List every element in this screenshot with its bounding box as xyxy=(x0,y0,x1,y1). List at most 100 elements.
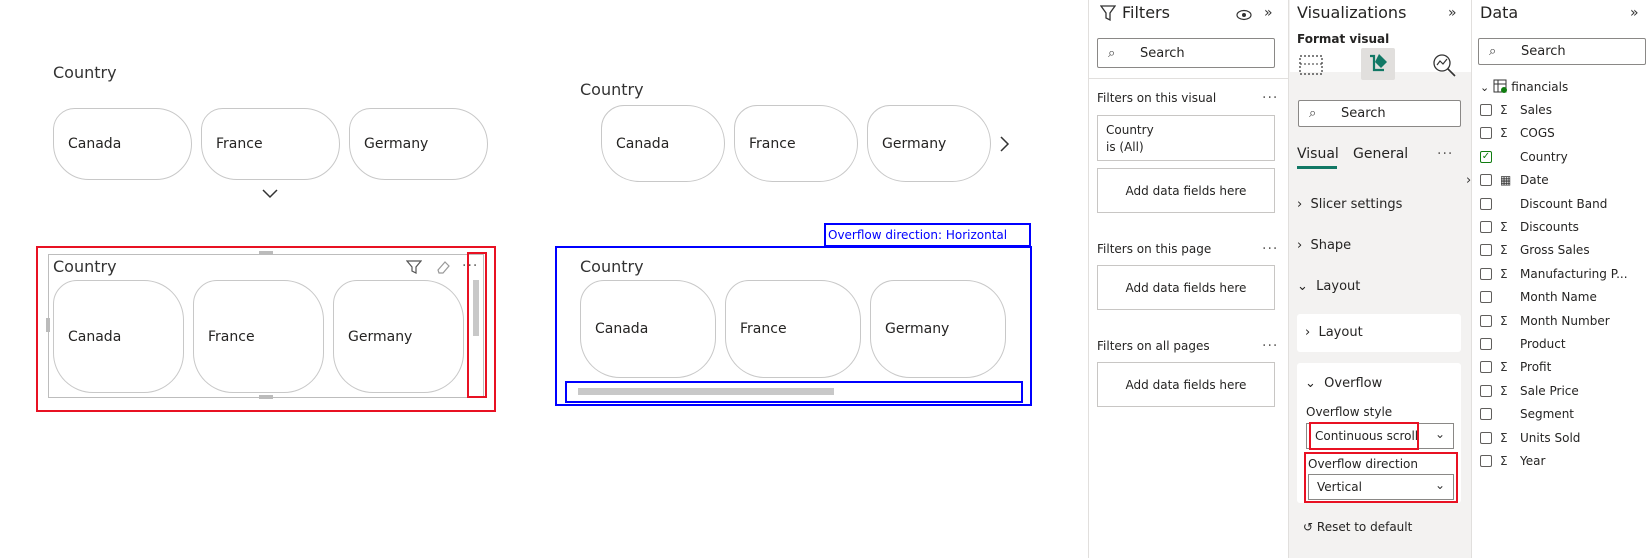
field-checkbox[interactable] xyxy=(1480,268,1492,280)
slicer4-tile-canada[interactable]: Canada xyxy=(580,280,716,378)
field-checkbox[interactable] xyxy=(1480,432,1492,444)
section-shape[interactable]: › Shape xyxy=(1297,238,1352,253)
field-checkbox[interactable] xyxy=(1480,338,1492,350)
vertical-scrollbar-thumb[interactable] xyxy=(473,280,479,336)
vertical-scrollbar-highlight xyxy=(467,252,487,398)
more-options-icon[interactable]: ··· xyxy=(1262,338,1279,354)
tab-general[interactable]: General xyxy=(1353,146,1409,162)
field-checkbox[interactable]: ✓ xyxy=(1480,151,1492,163)
tile-label: Germany xyxy=(885,321,950,337)
field-row[interactable]: ✓Country xyxy=(1480,146,1568,168)
filters-search-input[interactable]: ⌕ Search xyxy=(1097,38,1275,68)
field-name: Discount Band xyxy=(1520,197,1608,211)
chevron-down-icon[interactable] xyxy=(262,184,278,203)
field-checkbox[interactable] xyxy=(1480,315,1492,327)
more-options-icon[interactable]: ··· xyxy=(1262,241,1279,257)
eye-icon[interactable] xyxy=(1236,6,1252,25)
slicer2-tile-germany[interactable]: Germany xyxy=(867,105,991,182)
subsection-overflow[interactable]: ⌄ Overflow xyxy=(1305,376,1383,391)
analytics-icon[interactable] xyxy=(1431,52,1457,82)
slicer2-tile-canada[interactable]: Canada xyxy=(601,105,725,182)
slicer3-tile-canada[interactable]: Canada xyxy=(53,280,184,393)
more-options-icon[interactable]: ··· xyxy=(462,258,479,274)
field-checkbox[interactable] xyxy=(1480,244,1492,256)
tile-label: France xyxy=(740,321,787,337)
visualizations-title: Visualizations xyxy=(1297,3,1407,22)
more-options-icon[interactable]: ··· xyxy=(1262,90,1279,106)
build-visual-icon[interactable] xyxy=(1298,52,1324,82)
data-title: Data xyxy=(1480,3,1519,22)
field-checkbox[interactable] xyxy=(1480,408,1492,420)
slicer2-tile-france[interactable]: France xyxy=(734,105,858,182)
section-slicer-settings[interactable]: › Slicer settings xyxy=(1297,197,1403,212)
slicer1-tile-germany[interactable]: Germany xyxy=(349,108,488,180)
add-data-fields-visual[interactable]: Add data fields here xyxy=(1097,168,1275,213)
horizontal-scrollbar-thumb[interactable] xyxy=(578,388,834,395)
field-checkbox[interactable] xyxy=(1480,385,1492,397)
field-row[interactable]: ›▦Date xyxy=(1466,169,1549,191)
expand-icon[interactable]: › xyxy=(1466,172,1472,188)
field-checkbox[interactable] xyxy=(1480,361,1492,373)
slicer4-tile-germany[interactable]: Germany xyxy=(870,280,1006,378)
field-row[interactable]: Discount Band xyxy=(1480,193,1607,215)
field-checkbox[interactable] xyxy=(1480,455,1492,467)
chevron-down-icon: ⌄ xyxy=(1434,427,1445,441)
overflow-direction-dropdown[interactable]: Vertical ⌄ xyxy=(1308,474,1454,500)
table-financials[interactable]: ⌄ financials xyxy=(1480,78,1568,96)
field-name: Gross Sales xyxy=(1520,243,1590,257)
collapse-filters-icon[interactable]: » xyxy=(1264,5,1273,21)
section-label: Layout xyxy=(1318,325,1363,340)
section-label: Shape xyxy=(1310,238,1352,253)
format-visual-tab[interactable] xyxy=(1361,48,1395,80)
add-data-fields-all-pages[interactable]: Add data fields here xyxy=(1097,362,1275,407)
tile-label: Canada xyxy=(68,136,122,152)
slicer4-tile-france[interactable]: France xyxy=(725,280,861,378)
resize-handle[interactable] xyxy=(46,318,50,332)
section-label: Overflow xyxy=(1324,376,1383,391)
field-row[interactable]: Product xyxy=(1480,333,1566,355)
add-data-fields-page[interactable]: Add data fields here xyxy=(1097,265,1275,310)
more-options-icon[interactable]: ··· xyxy=(1437,146,1454,162)
reset-to-default-button[interactable]: ↺ Reset to default xyxy=(1303,520,1412,534)
slicer3-tile-germany[interactable]: Germany xyxy=(333,280,464,393)
filter-icon[interactable] xyxy=(405,259,423,279)
slicer1-tile-canada[interactable]: Canada xyxy=(53,108,192,180)
eraser-icon[interactable] xyxy=(435,259,451,279)
resize-handle[interactable] xyxy=(259,395,273,399)
search-icon: ⌕ xyxy=(1309,106,1317,121)
field-checkbox[interactable] xyxy=(1480,127,1492,139)
format-search-input[interactable]: ⌕ Search xyxy=(1298,100,1461,127)
field-checkbox[interactable] xyxy=(1480,104,1492,116)
filters-on-visual-label: Filters on this visual xyxy=(1097,91,1217,105)
chevron-right-icon[interactable] xyxy=(1000,136,1010,156)
data-search-input[interactable]: ⌕ Search xyxy=(1478,38,1646,65)
field-row[interactable]: Month Name xyxy=(1480,286,1597,308)
tab-visual[interactable]: Visual xyxy=(1297,146,1339,162)
resize-handle[interactable] xyxy=(259,251,273,255)
dropdown-value: Continuous scroll xyxy=(1315,429,1419,443)
field-checkbox[interactable] xyxy=(1480,198,1492,210)
country-filter-card[interactable]: Country is (All) xyxy=(1097,115,1275,161)
slicer1-tile-france[interactable]: France xyxy=(201,108,340,180)
field-checkbox[interactable] xyxy=(1480,291,1492,303)
slicer3-tile-france[interactable]: France xyxy=(193,280,324,393)
field-checkbox[interactable] xyxy=(1480,174,1492,186)
sigma-icon: Σ xyxy=(1500,454,1508,468)
collapse-visualizations-icon[interactable]: » xyxy=(1448,5,1457,21)
section-layout[interactable]: ⌄ Layout xyxy=(1297,279,1361,294)
collapse-data-icon[interactable]: » xyxy=(1630,5,1639,21)
field-row[interactable]: Segment xyxy=(1480,403,1574,425)
field-checkbox[interactable] xyxy=(1480,221,1492,233)
layout-subsection-card[interactable]: › Layout xyxy=(1297,314,1461,352)
